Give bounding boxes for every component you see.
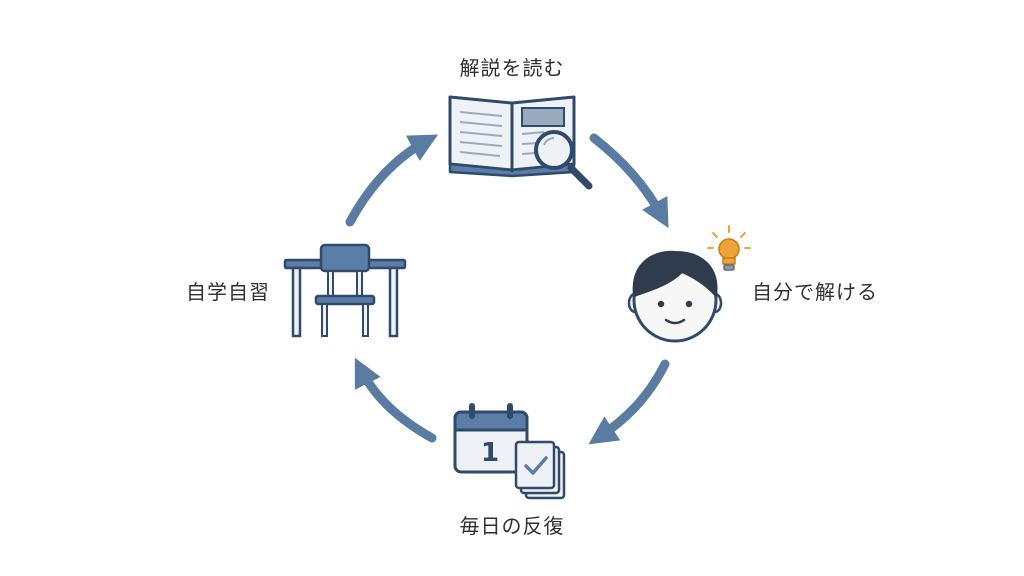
step-label-read-explanation: 解説を読む bbox=[460, 56, 565, 80]
book-magnifier-icon bbox=[448, 95, 593, 190]
child-lightbulb-icon bbox=[627, 225, 751, 343]
desk-chair-icon bbox=[283, 243, 407, 338]
svg-text:1: 1 bbox=[481, 438, 499, 468]
step-label-solve-yourself: 自分で解ける bbox=[752, 280, 878, 304]
calendar-checklist-icon: 1 bbox=[453, 403, 566, 500]
arrow-solve-to-repeat bbox=[588, 359, 670, 445]
lightbulb-icon bbox=[707, 225, 751, 271]
arrow-repeat-to-study bbox=[354, 357, 437, 443]
arrow-read-to-solve bbox=[589, 133, 669, 229]
step-label-self-study: 自学自習 bbox=[186, 280, 270, 304]
arrow-study-to-read bbox=[345, 134, 439, 227]
step-label-daily-repetition: 毎日の反復 bbox=[460, 514, 565, 538]
